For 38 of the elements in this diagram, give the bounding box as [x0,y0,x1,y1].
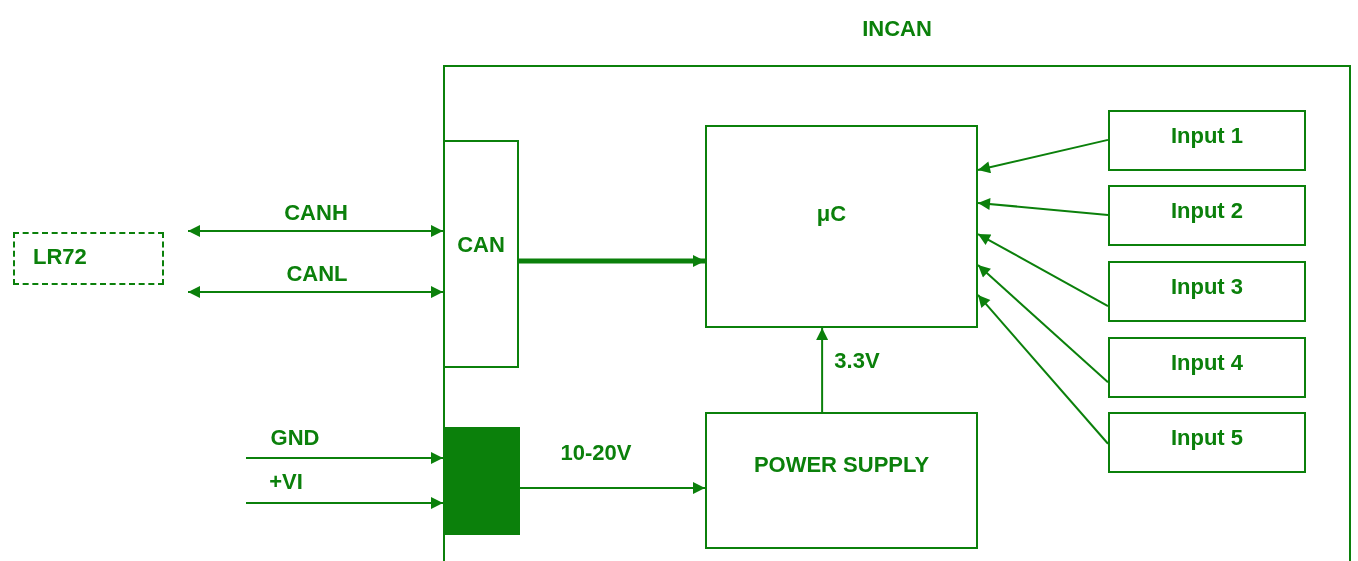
node-label: CAN [457,230,505,259]
arrow [977,138,1109,174]
arrow [245,497,444,510]
node-label: Input 2 [1170,197,1244,225]
node-label: POWER SUPPLY [753,451,930,479]
arrow [519,255,705,267]
edge-label: CANL [286,263,348,285]
arrow [977,198,1109,216]
node-label: LR72 [33,243,87,271]
edge-label: CANH [284,202,348,224]
arrow [977,233,1109,308]
edge-label: 3.3V [834,350,880,372]
input-box [1108,261,1306,322]
node-label: INCAN [861,15,933,43]
can-block [443,140,519,368]
edge-label: +VI [269,471,303,493]
node-label: Input 3 [1170,273,1244,301]
node-label: Input 4 [1170,349,1244,377]
node-label: μC [816,200,847,228]
connector-block [443,427,520,535]
arrow [816,327,829,413]
arrow [977,264,1109,384]
arrow [187,224,444,237]
input-box [1108,110,1306,171]
node-label: Input 1 [1170,122,1244,150]
microcontroller-box [705,125,978,328]
input-box [1108,337,1306,398]
edge-label: 10-20V [560,442,632,464]
arrow [519,482,706,495]
node-label: Input 5 [1170,424,1244,452]
power-supply-box [705,412,978,549]
input-box [1108,185,1306,246]
arrow [977,293,1109,445]
external-device-box [13,232,164,285]
arrow [187,286,444,299]
edge-label: GND [270,427,320,449]
arrow [245,452,444,464]
input-box [1108,412,1306,473]
